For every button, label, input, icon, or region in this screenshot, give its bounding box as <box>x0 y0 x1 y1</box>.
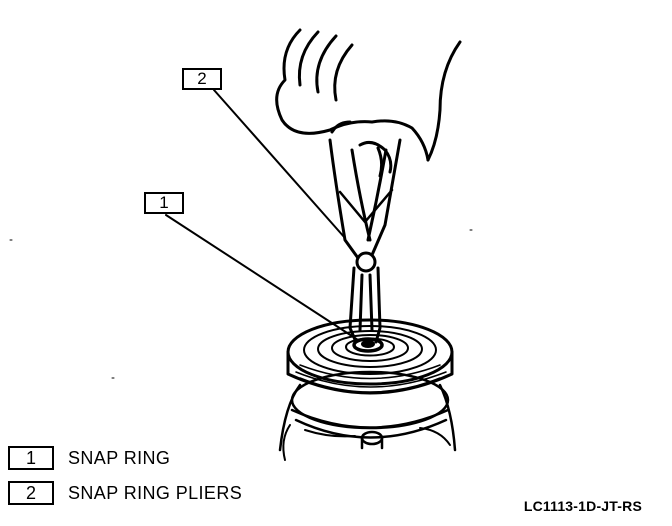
legend-number-2: 2 <box>8 481 54 505</box>
compressor-body <box>278 370 457 461</box>
snap-ring-pliers <box>328 138 402 344</box>
legend-label-2: SNAP RING PLIERS <box>68 482 243 503</box>
callout-number-1: 1 <box>159 193 169 212</box>
leader-line-1 <box>165 214 359 341</box>
callout-box-1: 1 <box>144 192 184 214</box>
callout-number-2: 2 <box>197 69 207 88</box>
callout-box-2: 2 <box>182 68 222 90</box>
figure-code: LC1113-1D-JT-RS <box>523 498 642 514</box>
scan-specks <box>9 229 473 379</box>
snap-ring <box>352 337 384 353</box>
legend-number-1: 1 <box>8 446 54 470</box>
clutch-hub <box>286 318 454 395</box>
legend-item-snap-ring-pliers: 2 SNAP RING PLIERS <box>8 480 242 506</box>
legend-label-1: SNAP RING <box>68 447 171 468</box>
hand-drawing <box>275 28 462 178</box>
legend-item-snap-ring: 1 SNAP RING <box>8 445 170 471</box>
leader-line-2 <box>213 89 346 239</box>
